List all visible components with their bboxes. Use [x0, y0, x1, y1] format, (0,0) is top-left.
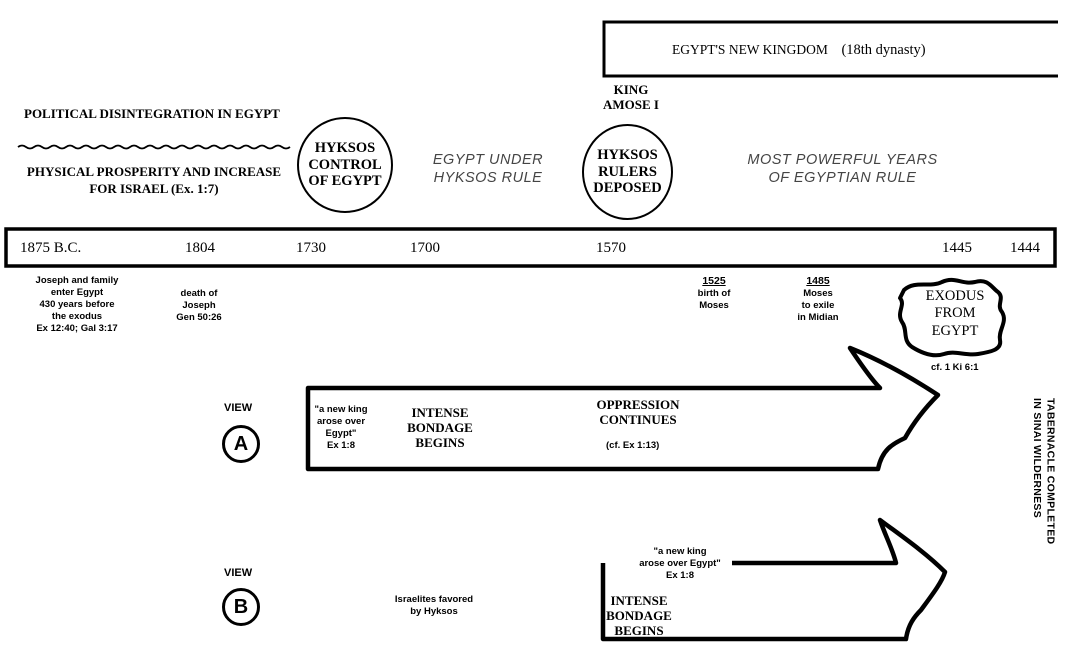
year-1875: 1875 B.C. — [20, 240, 82, 256]
birth-moses-year: 1525 — [702, 275, 726, 287]
dynasty-label: (18th dynasty) — [841, 42, 926, 58]
view-b-badge: B — [222, 588, 260, 626]
wavy-divider — [17, 144, 291, 150]
view-a-label: VIEW — [224, 402, 253, 414]
new-kingdom-box — [602, 20, 1058, 78]
year-1445: 1445 — [942, 240, 972, 256]
year-1700: 1700 — [410, 240, 440, 256]
view-a-badge: A — [222, 425, 260, 463]
view-a-oppression-ref: (cf. Ex 1:13) — [606, 440, 660, 451]
new-kingdom-title: EGYPT'S NEW KINGDOM (18th dynasty) — [672, 42, 926, 58]
year-1730: 1730 — [296, 240, 326, 256]
timeline-bar — [4, 227, 1057, 268]
exodus-reference: cf. 1 Ki 6:1 — [931, 362, 979, 373]
view-b-label: VIEW — [224, 567, 253, 579]
exodus-cloud — [898, 277, 1006, 358]
year-1444: 1444 — [1010, 240, 1040, 256]
political-disintegration-label: POLITICAL DISINTEGRATION IN EGYPT — [24, 106, 280, 121]
view-b-arrow — [600, 517, 948, 642]
moses-exile-year: 1485 — [806, 275, 830, 287]
year-1804: 1804 — [185, 240, 215, 256]
year-1570: 1570 — [596, 240, 626, 256]
view-a-arrow — [305, 345, 941, 472]
